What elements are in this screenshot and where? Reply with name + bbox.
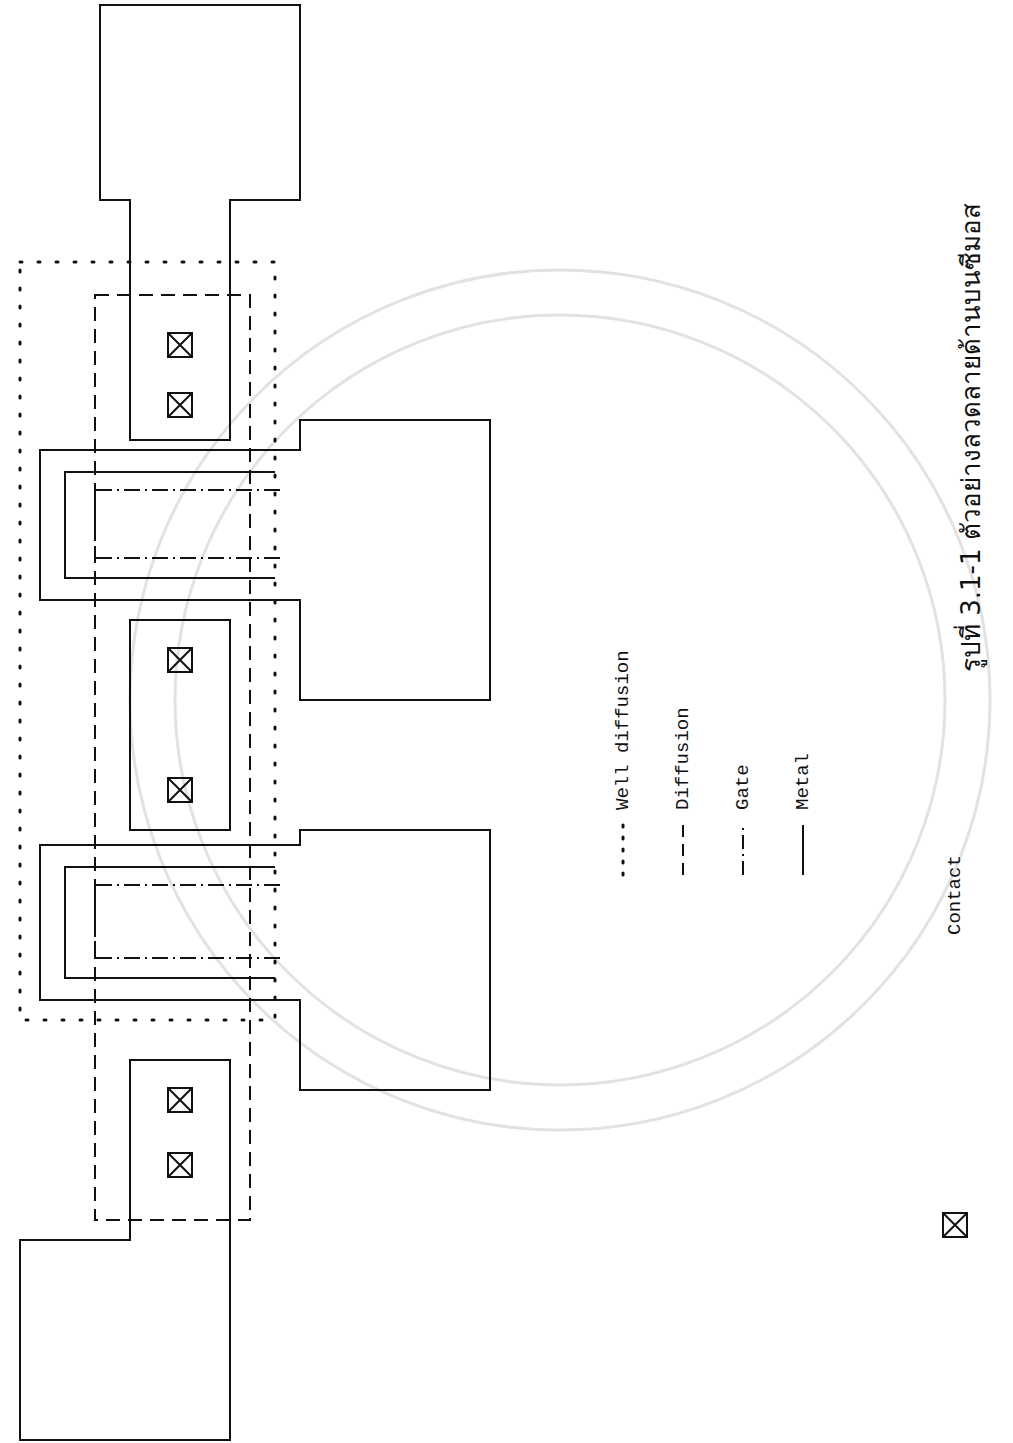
contact-symbol bbox=[168, 393, 192, 417]
contact-symbol bbox=[168, 333, 192, 357]
legend-entry: Metal bbox=[788, 753, 818, 880]
legend-entry: Well diffusion bbox=[608, 650, 638, 880]
legend-label: Diffusion bbox=[672, 707, 694, 810]
contact-symbol bbox=[168, 648, 192, 672]
legend-samples bbox=[623, 825, 967, 1237]
contact-symbol bbox=[943, 1213, 967, 1237]
legend-sample bbox=[802, 825, 804, 875]
gate-metal bbox=[40, 830, 490, 1090]
legend-label: Gate bbox=[732, 764, 754, 810]
contact-symbol bbox=[168, 778, 192, 802]
contact-symbol bbox=[168, 1153, 192, 1177]
legend-sample bbox=[622, 825, 625, 875]
legend-label: Contact bbox=[944, 855, 966, 935]
figure-caption: รูปที่ 3.1-1 ตัวอย่างลวดลายด้านบนซีมอส bbox=[950, 203, 991, 672]
legend-entry: Diffusion bbox=[668, 707, 698, 880]
gate-metal bbox=[65, 472, 275, 578]
metal-strip bbox=[130, 620, 230, 830]
contact-symbol bbox=[168, 1088, 192, 1112]
metal-pad bbox=[20, 1060, 230, 1440]
contact-symbol bbox=[168, 648, 192, 672]
legend-sample bbox=[682, 825, 684, 875]
gate-line bbox=[95, 490, 280, 958]
legend-label: Metal bbox=[792, 753, 814, 810]
legend-entry: Gate bbox=[728, 764, 758, 880]
gate-metal bbox=[40, 420, 490, 700]
contact-symbols bbox=[168, 333, 192, 1177]
metal-pad bbox=[100, 5, 300, 440]
contact-symbol bbox=[168, 393, 192, 417]
legend-entry: Contact bbox=[940, 855, 970, 1245]
legend-sample bbox=[742, 825, 744, 875]
well-outline bbox=[20, 262, 275, 1020]
caption-block: รูปที่ 3.1-1 ตัวอย่างลวดลายด้านบนซีมอส bbox=[950, 203, 990, 672]
legend-label: Well diffusion bbox=[612, 650, 634, 810]
gate-metal bbox=[65, 867, 275, 978]
contact-symbol bbox=[168, 333, 192, 357]
contact-symbol bbox=[168, 778, 192, 802]
contact-symbol bbox=[168, 1153, 192, 1177]
diffusion-outline bbox=[95, 295, 250, 1220]
contact-symbol bbox=[168, 1088, 192, 1112]
contact-symbol bbox=[943, 1213, 967, 1237]
